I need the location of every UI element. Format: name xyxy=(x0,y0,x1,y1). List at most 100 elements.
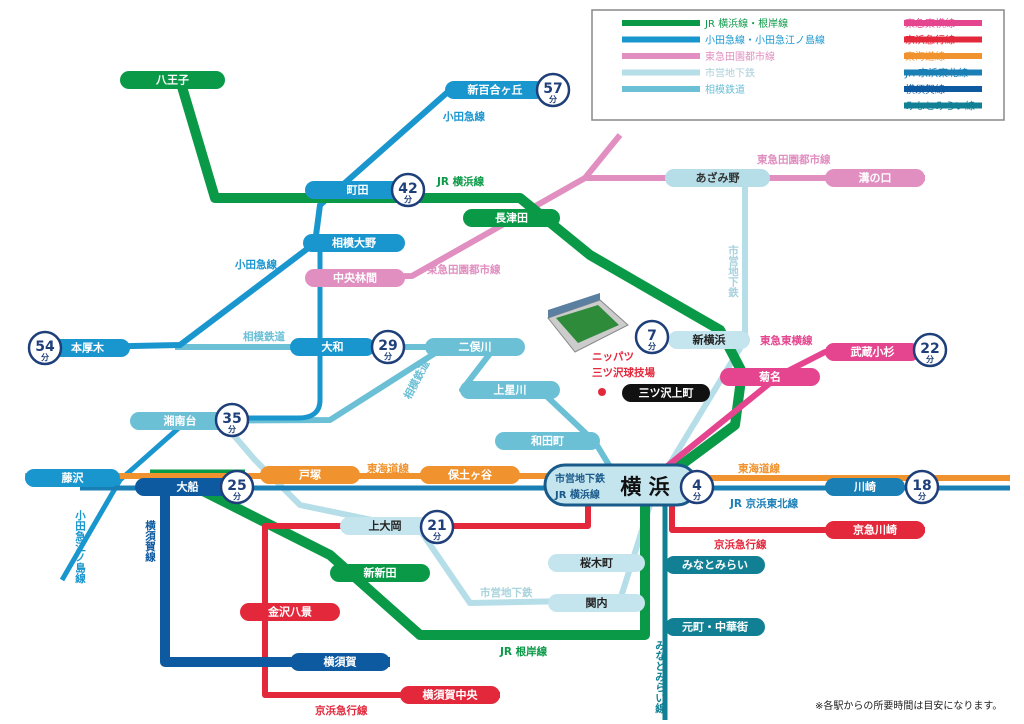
station-sagamiono[interactable]: 相模大野 xyxy=(303,234,405,252)
legend-swatch xyxy=(622,36,700,43)
station-kannai[interactable]: 関内 xyxy=(548,594,645,612)
station-name: 溝の口 xyxy=(859,171,892,185)
station-name: 八王子 xyxy=(155,74,189,87)
station-yamato[interactable]: 大和 xyxy=(290,338,375,356)
station-honatsugi[interactable]: 本厚木 xyxy=(45,339,130,357)
stadium-location-dot xyxy=(598,388,606,396)
travel-time-badge-shinyokohama: 7分 xyxy=(634,319,670,355)
line-label-odakyu-top: 小田急線 xyxy=(442,110,485,123)
station-shinyokohama[interactable]: 新横浜 xyxy=(668,331,750,349)
line-label-subway-vertical: 市営地下鉄 xyxy=(727,244,739,298)
station-name: 本厚木 xyxy=(71,341,105,355)
travel-time-unit: 分 xyxy=(228,424,236,434)
station-fujisawa[interactable]: 藤沢 xyxy=(25,469,120,487)
travel-time-badge-yokohama: 4分 xyxy=(679,469,715,505)
station-name: 新新田 xyxy=(364,566,397,580)
travel-time-minutes: 22 xyxy=(920,341,939,357)
line-label-enoshima: 小田急江ノ島線 xyxy=(74,509,86,584)
station-kikuna[interactable]: 菊名 xyxy=(720,368,820,386)
line-label-minatomirai-line: みなとみらい線 xyxy=(654,640,666,714)
station-mitsuzawakamicho[interactable]: 三ツ沢上町 xyxy=(622,384,710,402)
station-nagatsuta[interactable]: 長津田 xyxy=(463,209,560,227)
line-label-subway-bottom: 市営地下鉄 xyxy=(480,586,533,599)
station-name: 新百合ヶ丘 xyxy=(468,83,523,97)
station-totsuka[interactable]: 戸塚 xyxy=(260,466,360,484)
station-name: 三ツ沢上町 xyxy=(639,386,694,400)
station-minatomirai[interactable]: みなとみらい xyxy=(665,556,765,574)
line-label-yokosuka-line: 横須賀線 xyxy=(144,519,156,563)
station-hodogaya[interactable]: 保土ヶ谷 xyxy=(420,466,520,484)
station-kamihoshikawa[interactable]: 上星川 xyxy=(460,381,560,399)
travel-time-unit: 分 xyxy=(384,351,392,361)
station-yokosuka[interactable]: 横須賀 xyxy=(290,653,390,671)
stadium-name-line1: ニッパツ xyxy=(592,351,634,363)
station-ofuna[interactable]: 大船 xyxy=(135,478,240,496)
station-keikyukawasaki[interactable]: 京急川崎 xyxy=(825,521,925,539)
travel-time-minutes: 42 xyxy=(398,181,417,197)
station-kanazawahakkei[interactable]: 金沢八景 xyxy=(240,603,340,621)
station-kamiooka[interactable]: 上大岡 xyxy=(340,517,430,535)
station-name: 金沢八景 xyxy=(267,605,312,619)
legend-swatch xyxy=(904,69,982,76)
station-yokohama[interactable]: 市営地下鉄 JR 横浜線 横 浜 xyxy=(543,463,699,507)
station-name: みなとみらい xyxy=(682,559,748,572)
legend-swatch xyxy=(904,36,982,43)
station-name: 中央林間 xyxy=(333,271,377,285)
legend-swatch xyxy=(904,86,982,92)
station-name: 横須賀中央 xyxy=(423,688,479,702)
station-name: 武蔵小杉 xyxy=(851,345,895,359)
station-sakuragicho[interactable]: 桜木町 xyxy=(548,554,645,572)
line-label-keikyu-bottom: 京浜急行線 xyxy=(315,704,368,717)
line-denentoshi xyxy=(307,133,623,281)
travel-time-badge-honatsugi: 54分 xyxy=(27,330,63,366)
station-name: 桜木町 xyxy=(580,556,613,570)
station-shinsugita[interactable]: 新新田 xyxy=(330,564,430,582)
station-name: 湘南台 xyxy=(164,414,197,428)
station-wadamachi[interactable]: 和田町 xyxy=(495,432,600,450)
legend-swatch xyxy=(904,53,982,59)
travel-time-minutes: 29 xyxy=(378,338,397,354)
legend-item: 東急田園都市線 xyxy=(622,50,775,63)
travel-time-minutes: 25 xyxy=(227,478,246,494)
station-name: 戸塚 xyxy=(299,468,321,482)
travel-time-unit: 分 xyxy=(926,354,934,364)
station-hachioji[interactable]: 八王子 xyxy=(120,71,225,89)
station-shonandai[interactable]: 湘南台 xyxy=(130,412,230,430)
station-kawasaki[interactable]: 川崎 xyxy=(825,478,905,496)
stadium-name-line2: 三ツ沢球技場 xyxy=(592,366,655,379)
yokohama-line1: 市営地下鉄 xyxy=(555,472,605,485)
station-machida[interactable]: 町田 xyxy=(305,181,410,199)
line-label-odakyu-left: 小田急線 xyxy=(234,258,277,271)
station-chuorinkan[interactable]: 中央林間 xyxy=(305,269,405,287)
legend: JR 横浜線・根岸線小田急線・小田急江ノ島線東急田園都市線市営地下鉄相模鉄道東急… xyxy=(591,9,1005,121)
travel-time-minutes: 7 xyxy=(647,328,657,344)
legend-label: 横須賀線 xyxy=(905,83,945,96)
station-mizonokuchi[interactable]: 溝の口 xyxy=(825,169,925,187)
legend-swatch xyxy=(904,20,982,26)
station-name: 保土ヶ谷 xyxy=(447,468,493,482)
travel-time-badge-musashikosugi: 22分 xyxy=(912,332,948,368)
station-yokosukachuo[interactable]: 横須賀中央 xyxy=(400,686,500,704)
line-label-toyoko: 東急東横線 xyxy=(760,334,813,347)
legend-item: みなとみらい線 xyxy=(904,100,982,113)
station-name: 町田 xyxy=(347,184,369,197)
travel-time-minutes: 4 xyxy=(692,478,702,494)
station-shinyurigaoka[interactable]: 新百合ヶ丘 xyxy=(445,81,545,99)
travel-time-minutes: 21 xyxy=(427,518,446,534)
travel-time-unit: 分 xyxy=(549,94,557,104)
station-futamatagawa[interactable]: 二俣川 xyxy=(425,338,525,356)
legend-label: JR 横浜線・根岸線 xyxy=(704,17,788,30)
yokohama-name: 横 浜 xyxy=(620,475,669,499)
line-label-tokaido-left: 東海道線 xyxy=(367,462,409,475)
travel-time-minutes: 54 xyxy=(35,339,55,355)
legend-item: 市営地下鉄 xyxy=(622,67,755,80)
station-musashikosugi[interactable]: 武蔵小杉 xyxy=(825,343,920,361)
station-name: 菊名 xyxy=(759,370,781,384)
station-azamino[interactable]: あざみ野 xyxy=(665,169,770,187)
station-name: 京急川崎 xyxy=(853,523,897,537)
travel-time-badge-kamiooka: 21分 xyxy=(419,509,455,545)
legend-swatch xyxy=(622,20,700,26)
station-name: 相模大野 xyxy=(332,236,376,250)
travel-time-badge-machida: 42分 xyxy=(390,172,426,208)
station-motomachi[interactable]: 元町・中華街 xyxy=(665,618,765,636)
